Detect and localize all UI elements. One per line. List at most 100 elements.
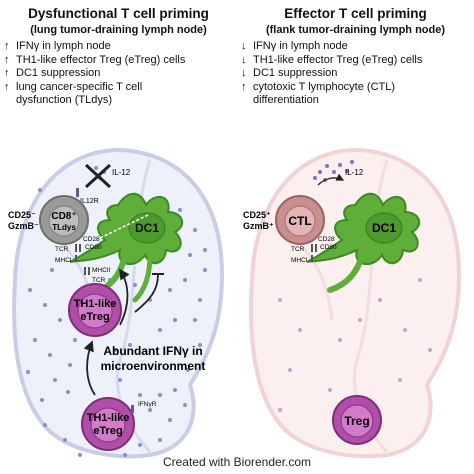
ifng-dot [178, 208, 182, 212]
ifng-dot [43, 303, 47, 307]
right-il12-label: IL-12 [345, 168, 364, 177]
bullet-item: ↑IFNγ in lymph node [4, 40, 236, 54]
ifng-dot [328, 388, 332, 392]
crossed-out-icon [84, 163, 112, 189]
bullet-text: DC1 suppression [16, 67, 101, 79]
treg-nucleus [90, 407, 126, 443]
ifng-dot [193, 318, 197, 322]
arrow-down-icon: ↓ [241, 67, 247, 79]
inhibition-icon [134, 274, 159, 313]
left-dc1-cell [69, 192, 184, 265]
ifng-dot [188, 253, 192, 257]
left-tcr2-label: TCR [92, 277, 106, 284]
ifngr-receptor-icon [131, 405, 134, 413]
ctl-nucleus [284, 205, 316, 237]
arrow-up-icon: ↑ [241, 80, 247, 93]
arrow-down-icon: ↓ [241, 53, 247, 66]
left-bullet-list: ↑IFNγ in lymph node ↑TH1-like effector T… [4, 40, 236, 108]
ifng-dot [173, 388, 177, 392]
ifng-dot [68, 363, 72, 367]
right-bullet-list: ↓IFNγ in lymph node ↓TH1-like effector T… [241, 40, 473, 108]
ifng-dot [168, 288, 172, 292]
ifng-dot [198, 298, 202, 302]
right-dc1-cell [306, 192, 421, 265]
ifng-dot [288, 368, 292, 372]
ifng-dot [148, 408, 152, 412]
left-ifngr-label: IFNγR [138, 401, 157, 408]
ifng-dot [78, 453, 82, 457]
ifng-dot [113, 348, 117, 352]
ifng-dot [278, 298, 282, 302]
left-tldys-label: TLdys [52, 223, 76, 232]
ifng-dot [183, 403, 187, 407]
ifng-dot [338, 338, 342, 342]
ifng-dot [50, 268, 54, 272]
right-title: Effector T cell priming [284, 6, 427, 21]
left-cd80-label: CD80 [85, 244, 102, 251]
left-mhci-label: MHCI [55, 257, 72, 264]
ifng-dot [43, 423, 47, 427]
ifng-dot [398, 378, 402, 382]
left-dc1-label: DC1 [135, 221, 159, 235]
footer-credit: Created with Biorender.com [162, 455, 312, 469]
bullet-text: IFNγ in lymph node [16, 40, 111, 52]
ifng-dot [158, 393, 162, 397]
ifng-dot [298, 328, 302, 332]
arrow-icon [317, 173, 345, 186]
bullet-text: lung cancer-specific T cell [16, 80, 143, 93]
bullet-item: ↑ DC1 suppression [4, 67, 236, 81]
left-mhcii-label: MHCII [92, 267, 111, 274]
left-treg1-line2: eTreg [80, 311, 109, 323]
ifng-dot [158, 328, 162, 332]
dc1-nucleus [365, 212, 403, 244]
bullet-item: ↓TH1-like effector Treg (eTreg) cells [241, 54, 473, 68]
ifng-dot [40, 398, 44, 402]
ifng-dot [26, 370, 30, 374]
right-cd80-label: CD80 [320, 244, 337, 251]
ifng-dot [118, 378, 122, 382]
left-abundant-line2: microenvironment [101, 359, 206, 373]
ifng-dot [278, 408, 282, 412]
right-gzmb-label: GzmB⁺ [243, 221, 274, 231]
dashed-inhibition-line [99, 214, 149, 239]
bullet-item: ↑ cytotoxic T lymphocyte (CTL) [241, 81, 473, 95]
ifng-dot [33, 338, 37, 342]
ifng-dot [138, 393, 142, 397]
ifng-dot [428, 348, 432, 352]
bullet-text: dysfunction (TLdys) [16, 94, 112, 106]
arrow-up-icon: ↑ [4, 67, 10, 79]
ifng-dots [26, 188, 207, 457]
ifng-dots [278, 278, 432, 412]
dc1-dendrite [327, 252, 365, 293]
left-il12r-label: IL12R [80, 198, 99, 205]
left-cd25-label: CD25⁻ [8, 210, 36, 220]
arrow-up-icon [119, 268, 130, 326]
bullet-item: ↓IFNγ in lymph node [241, 40, 473, 54]
left-panel: Dysfunctional T cell priming (lung tumor… [4, 6, 236, 108]
ifng-dot [193, 228, 197, 232]
left-treg2-line2: eTreg [93, 425, 122, 437]
ifng-dot [403, 328, 407, 332]
ifng-dot [38, 188, 42, 192]
bullet-item: ↓ DC1 suppression [241, 67, 473, 81]
left-subtitle: (lung tumor-draining lymph node) [30, 24, 207, 36]
right-cd28-label: CD28 [318, 236, 335, 243]
receptor-icon [84, 267, 90, 275]
ifng-dot [123, 453, 127, 457]
il12r-receptor-icon [76, 188, 79, 197]
left-treg2-line1: TH1-like [87, 412, 130, 424]
arrow-down-icon: ↓ [241, 40, 247, 52]
left-abundant-line1: Abundant IFNγ in [103, 344, 202, 358]
bullet-item: differentiation [241, 94, 473, 108]
bullet-text: cytotoxic T lymphocyte (CTL) [253, 80, 396, 93]
ifng-dot [48, 353, 52, 357]
ifng-dot [138, 443, 142, 447]
bullet-item: dysfunction (TLdys) [4, 94, 236, 108]
ifng-dot [63, 438, 67, 442]
ifng-dot [183, 278, 187, 282]
ifng-dot [418, 278, 422, 282]
bullet-text: DC1 suppression [253, 67, 338, 79]
arrow-up-icon: ↑ [4, 80, 10, 93]
left-tcr-label: TCR [55, 246, 69, 253]
